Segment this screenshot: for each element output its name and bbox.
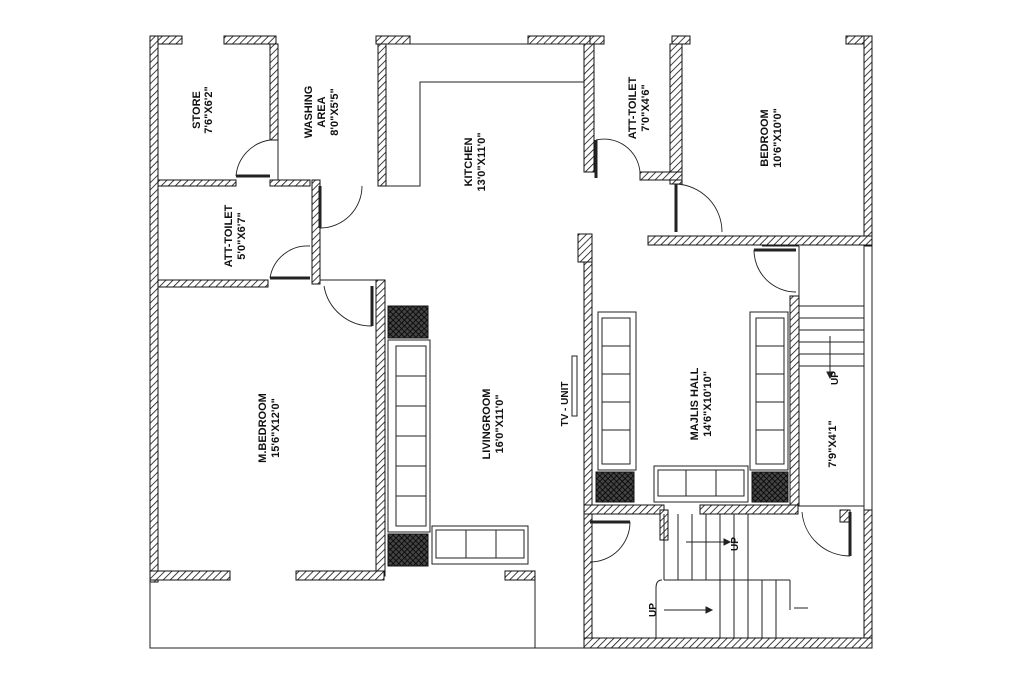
staircase	[655, 296, 865, 638]
furniture	[387, 305, 789, 567]
living-sofa-bottom	[431, 525, 529, 565]
walls	[149, 35, 873, 649]
doors	[235, 138, 852, 563]
side-table	[751, 471, 789, 503]
master-bedroom-size: 15'6"X12'0"	[270, 398, 282, 458]
majlis-sofa-bottom	[653, 465, 749, 503]
majlis-size: 14'6"X10'10"	[702, 371, 714, 437]
att-toilet-top-name: ATT-TOILET	[627, 76, 639, 139]
att-toilet-left-size: 5'0"X6'7"	[236, 212, 248, 259]
side-table	[595, 471, 635, 503]
majlis-sofa-right	[749, 311, 789, 471]
washing-name-2: AREA	[316, 96, 328, 127]
majlis-sofa-left	[597, 311, 637, 471]
tv-unit-label: TV - UNIT	[560, 382, 571, 427]
bedroom-name: BEDROOM	[759, 109, 771, 166]
bedroom-size: 10'6"X10'0"	[772, 108, 784, 168]
kitchen-name: KITCHEN	[463, 138, 475, 187]
store-size: 7'6"X6'2"	[203, 86, 215, 133]
livingroom-name: LIVINGROOM	[481, 389, 493, 460]
thin-lines	[149, 43, 873, 649]
washing-size: 8'0"X5'5"	[329, 88, 341, 135]
stair-up-label: UP	[830, 371, 841, 385]
washing-name: WASHING	[303, 86, 315, 139]
stair-up-label: UP	[730, 537, 741, 551]
att-toilet-left-name: ATT-TOILET	[223, 204, 235, 267]
livingroom-size: 16'0"X11'0"	[494, 394, 506, 453]
att-toilet-top-size: 7'0"X4'6"	[640, 84, 652, 131]
majlis-name: MAJLIS HALL	[689, 367, 701, 440]
side-table	[387, 305, 429, 339]
tv-unit	[571, 355, 578, 417]
living-sofa	[387, 339, 431, 533]
stair-up-label: UP	[648, 603, 659, 617]
kitchen-size: 13'0"X11'0"	[476, 132, 488, 191]
stair-landing-size: 7'9"X4'1"	[827, 420, 839, 467]
side-table	[387, 533, 429, 567]
master-bedroom-name: M.BEDROOM	[257, 393, 269, 463]
store-name: STORE	[191, 91, 203, 129]
room-labels: STORE 7'6"X6'2" WASHING AREA 8'0"X5'5" K…	[191, 76, 841, 616]
